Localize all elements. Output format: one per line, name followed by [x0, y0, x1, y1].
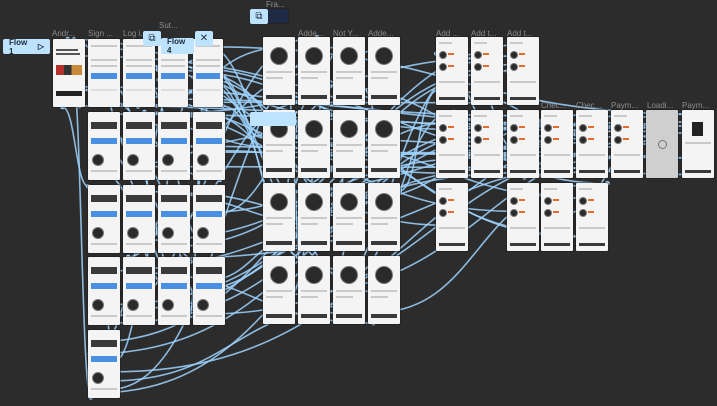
flow-1-badge[interactable]: Flow 1 ▷ [3, 37, 50, 56]
prototype-frame[interactable] [507, 110, 539, 178]
prototype-frame[interactable] [507, 183, 539, 251]
prototype-frame[interactable] [88, 185, 120, 253]
prototype-frame[interactable] [158, 257, 190, 325]
prototype-frame[interactable] [298, 37, 330, 105]
frame-label-android[interactable]: Andr... [52, 29, 76, 38]
prototype-frame[interactable] [298, 110, 330, 178]
prototype-frame[interactable] [123, 39, 155, 107]
frame-label-add-to-2[interactable]: Add t... [507, 29, 533, 38]
frame-label-payment-2[interactable]: Paym... [682, 101, 710, 110]
frame-label-added-2[interactable]: Adde... [368, 29, 394, 38]
frame-label-sut[interactable]: Sut... [159, 21, 178, 30]
prototype-frame[interactable] [507, 37, 539, 105]
prototype-frame[interactable] [263, 183, 295, 251]
frame-label-checkout-1[interactable]: Chec... [541, 101, 567, 110]
prototype-connection [62, 106, 89, 188]
prototype-frame[interactable] [158, 185, 190, 253]
prototype-frame[interactable] [263, 37, 295, 105]
prototype-frame[interactable] [333, 183, 365, 251]
frame-label-log-in[interactable]: Log i... [123, 29, 148, 38]
prototype-frame[interactable] [368, 37, 400, 105]
prototype-frame[interactable] [263, 256, 295, 324]
frame-label-not-yet[interactable]: Not Y... [333, 29, 359, 38]
prototype-frame[interactable] [88, 330, 120, 398]
prototype-frame[interactable] [88, 39, 120, 107]
frame-label-loading[interactable]: Loadi... [647, 101, 674, 110]
prototype-frame[interactable] [123, 112, 155, 180]
prototype-frame[interactable] [88, 112, 120, 180]
prototype-frame[interactable] [541, 110, 573, 178]
frame-label-checkout-2[interactable]: Chec... [576, 101, 602, 110]
prototype-frame[interactable] [266, 9, 288, 23]
prototype-frame[interactable] [333, 37, 365, 105]
prototype-frame[interactable] [611, 110, 643, 178]
prototype-frame[interactable] [193, 39, 223, 107]
prototype-frame[interactable] [368, 110, 400, 178]
prototype-frame[interactable] [193, 185, 225, 253]
frame-label-payment-1[interactable]: Paym... [611, 101, 639, 110]
prototype-frame[interactable] [576, 183, 608, 251]
frame-icon[interactable]: ⧉ [250, 9, 268, 24]
prototype-frame[interactable] [123, 257, 155, 325]
frame-label-add-to-1[interactable]: Add t... [471, 29, 497, 38]
prototype-frame[interactable] [471, 37, 503, 105]
prototype-frame[interactable] [471, 110, 503, 178]
prototype-frame[interactable] [646, 110, 678, 178]
frame-label-sign-up[interactable]: Sign ... [88, 29, 113, 38]
prototype-connection [222, 105, 307, 261]
prototype-frame[interactable] [298, 256, 330, 324]
prototype-frame[interactable] [436, 183, 468, 251]
prototype-frame[interactable] [53, 39, 85, 107]
prototype-frame[interactable] [576, 110, 608, 178]
frame-label-fra[interactable]: Fra... [266, 0, 285, 9]
prototype-frame[interactable] [368, 183, 400, 251]
prototype-frame[interactable] [541, 183, 573, 251]
flow-4-badge[interactable]: Flow 4 [161, 37, 194, 55]
close-icon[interactable]: ✕ [195, 31, 213, 46]
prototype-frame[interactable] [193, 257, 225, 325]
frame-icon[interactable]: ⧉ [143, 31, 161, 46]
prototype-frame[interactable] [333, 110, 365, 178]
prototype-frame[interactable] [88, 257, 120, 325]
prototype-connection [399, 89, 438, 192]
frame-label-added-1[interactable]: Adde... [298, 29, 324, 38]
play-icon: ▷ [37, 42, 44, 51]
flow-selection-badge[interactable] [250, 112, 296, 126]
flow-1-label: Flow 1 [9, 37, 28, 56]
flow-4-label: Flow 4 [167, 37, 186, 55]
prototype-frame[interactable] [436, 110, 468, 178]
prototype-frame[interactable] [682, 110, 714, 178]
prototype-frame[interactable] [298, 183, 330, 251]
prototype-frame[interactable] [436, 37, 468, 105]
frame-label-add-1[interactable]: Add ... [436, 29, 460, 38]
prototype-frame[interactable] [193, 112, 225, 180]
prototype-frame[interactable] [158, 112, 190, 180]
prototype-frame[interactable] [123, 185, 155, 253]
prototype-frame[interactable] [368, 256, 400, 324]
prototype-frame[interactable] [333, 256, 365, 324]
